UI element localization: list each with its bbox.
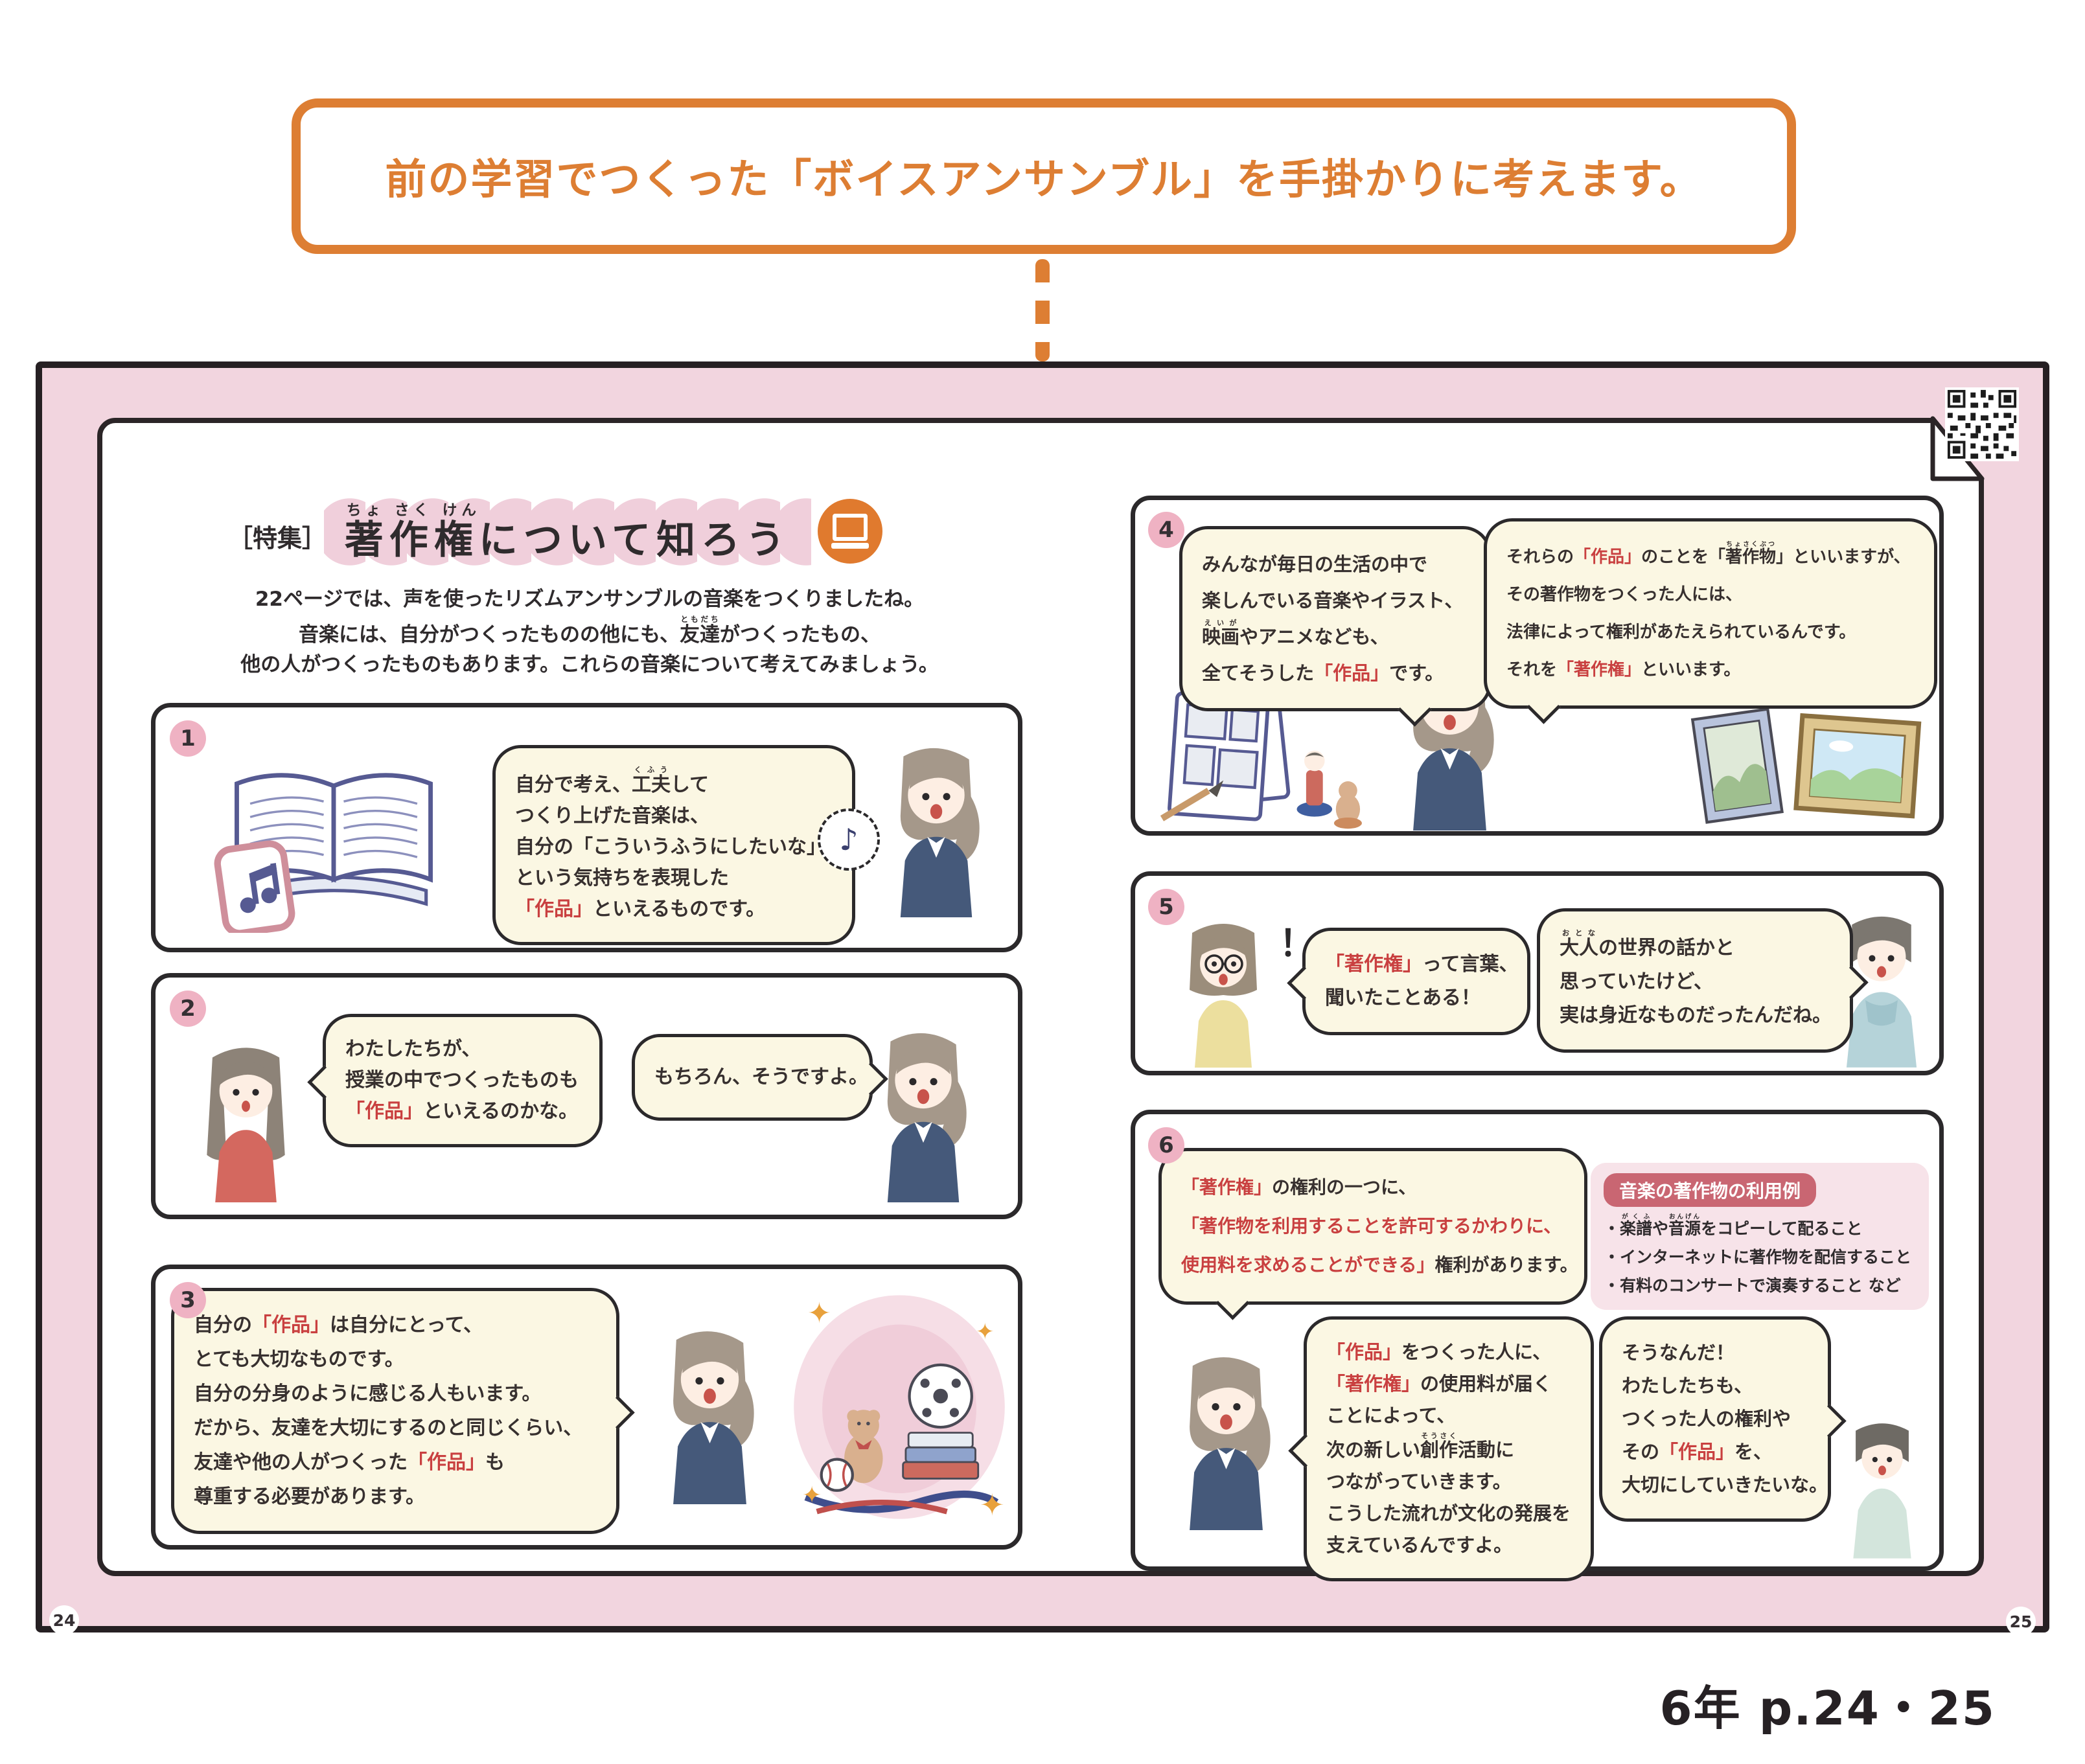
panel-1-speech-bubble: 自分で考え、工夫くふうしてつくり上げた音楽は、自分の「こういうふうにしたいな」と…: [492, 745, 871, 945]
laptop-icon: [818, 499, 882, 564]
music-book-and-phone-illustration: [214, 773, 433, 933]
qr-code: [1945, 387, 2019, 461]
sparkle-icon: ✦: [980, 1487, 1005, 1522]
sparkle-icon: ✦: [976, 1319, 995, 1345]
laptop-icon-base: [831, 543, 869, 549]
panel-3-speech-text: 自分の「作品」は自分にとって、とても大切なものです。自分の分身のように感じる人も…: [194, 1314, 583, 1508]
music-usage-examples-box: 音楽の著作物の利用例 ・楽譜がくふや音源おんげんをコピーして配ること・インターネ…: [1591, 1163, 1929, 1311]
page-number-left: 24: [49, 1605, 79, 1635]
title-scallop-band: [324, 496, 811, 567]
panel-4-number-badge: 4: [1148, 512, 1184, 548]
treasured-items-illustration: [794, 1295, 1005, 1519]
panel-4-left-text: みんなが毎日の生活の中で楽しんでいる音楽やイラスト、映画えいがやアニメなども、全…: [1202, 553, 1464, 684]
usage-box-label: 音楽の著作物の利用例: [1604, 1173, 1817, 1207]
panel-3-number-badge: 3: [170, 1282, 206, 1318]
page-number-right: 25: [2006, 1607, 2036, 1636]
annotation-callout-text: 前の学習でつくった「ボイスアンサンブル」を手掛かりに考えます。: [385, 156, 1703, 204]
panel-6-teacher-bubble: 「作品」をつくった人に、「著作権」の使用料が届くことによって、次の新しい創作そう…: [1288, 1316, 1594, 1581]
panel-1-speech-text: 自分で考え、工夫くふうしてつくり上げた音楽は、自分の「こういうふうにしたいな」と…: [515, 765, 826, 921]
teacher-illustration: [634, 1322, 786, 1504]
panel-2-student-text: わたしたちが、授業の中でつくったものも「作品」といえるのかな。: [345, 1038, 579, 1123]
laptop-icon-screen: [833, 514, 868, 541]
panel-2-number-badge: 2: [170, 991, 206, 1027]
panel-5-boy-text: 大人おとなの世界の話かと思っていたけど、実は身近なものだったんだね。: [1560, 928, 1832, 1027]
teacher-illustration: [849, 1024, 998, 1202]
panel-6-boy-bubble: そうなんだ！わたしたちも、つくった人の権利やその「作品」を、大切にしていきたいな…: [1599, 1316, 1847, 1522]
annotation-callout: 前の学習でつくった「ボイスアンサンブル」を手掛かりに考えます。: [292, 98, 1796, 254]
student-girl-illustration: [176, 1035, 316, 1202]
student-girl-glasses-illustration: [1158, 912, 1288, 1068]
sparkle-icon: ✦: [802, 1482, 822, 1509]
feature-tag: ［特集］: [228, 524, 327, 553]
intro-paragraph: 22ページでは、声を使ったリズムアンサンブルの音楽をつくりましたね。音楽には、自…: [240, 588, 939, 676]
usage-box-items: ・楽譜がくふや音源おんげんをコピーして配ること・インターネットに著作物を配信する…: [1604, 1213, 1912, 1295]
panel-5-girl-bubble: 「著作権」って言葉、聞いたことある！: [1287, 928, 1530, 1035]
framed-pictures-illustration: [1690, 707, 1922, 824]
sparkle-icon: ✦: [807, 1297, 831, 1330]
panel-6-boy-text: そうなんだ！わたしたちも、つくった人の権利やその「作品」を、大切にしていきたいな…: [1622, 1342, 1828, 1496]
exclamation-icon: ！: [1279, 923, 1315, 965]
panel-2-teacher-text: もちろん、そうですよ。: [654, 1066, 868, 1088]
music-note-icon: ♪: [818, 808, 880, 871]
page-reference-caption: 6年 p.24・25: [1659, 1681, 1996, 1735]
page-title: 著作権ちょ さく けんについて知ろう: [344, 502, 791, 563]
teacher-illustration: [862, 739, 1011, 917]
panel-2-student-bubble: わたしたちが、授業の中でつくったものも「作品」といえるのかな。: [307, 1014, 603, 1147]
panel-2-teacher-bubble: もちろん、そうですよ。: [632, 1034, 888, 1121]
panel-4-left-bubble: みんなが毎日の生活の中で楽しんでいる音楽やイラスト、映画えいがやアニメなども、全…: [1179, 526, 1492, 727]
panel-6-rights-bubble: 「著作権」の権利の一つに、「著作物を利用することを許可するかわりに、使用料を求め…: [1158, 1148, 1587, 1320]
panel-5-boy-bubble: 大人おとなの世界の話かと思っていたけど、実は身近なものだったんだね。: [1537, 908, 1869, 1053]
panel-6-number-badge: 6: [1148, 1127, 1184, 1163]
panel-4-right-text: それらの「作品」のことを「著作物ちょさくぶつ」といいますが、その著作物をつくった…: [1506, 541, 1911, 680]
panel-6-teacher-text: 「作品」をつくった人に、「著作権」の使用料が届くことによって、次の新しい創作そう…: [1326, 1341, 1571, 1556]
panel-1-number-badge: 1: [170, 720, 206, 757]
panel-6-rights-text: 「著作権」の権利の一つに、「著作物を利用することを許可するかわりに、使用料を求め…: [1181, 1176, 1578, 1276]
callout-connector-line: [1035, 259, 1050, 361]
panel-5-number-badge: 5: [1148, 889, 1184, 925]
panel-3-speech-bubble: 自分の「作品」は自分にとって、とても大切なものです。自分の分身のように感じる人も…: [171, 1288, 635, 1534]
teacher-illustration: [1150, 1347, 1302, 1530]
panel-4-right-bubble: それらの「作品」のことを「著作物ちょさくぶつ」といいますが、その著作物をつくった…: [1484, 518, 1937, 724]
student-boy-mint-illustration: [1822, 1414, 1942, 1559]
panel-5-girl-text: 「著作権」って言葉、聞いたことある！: [1325, 953, 1519, 1009]
